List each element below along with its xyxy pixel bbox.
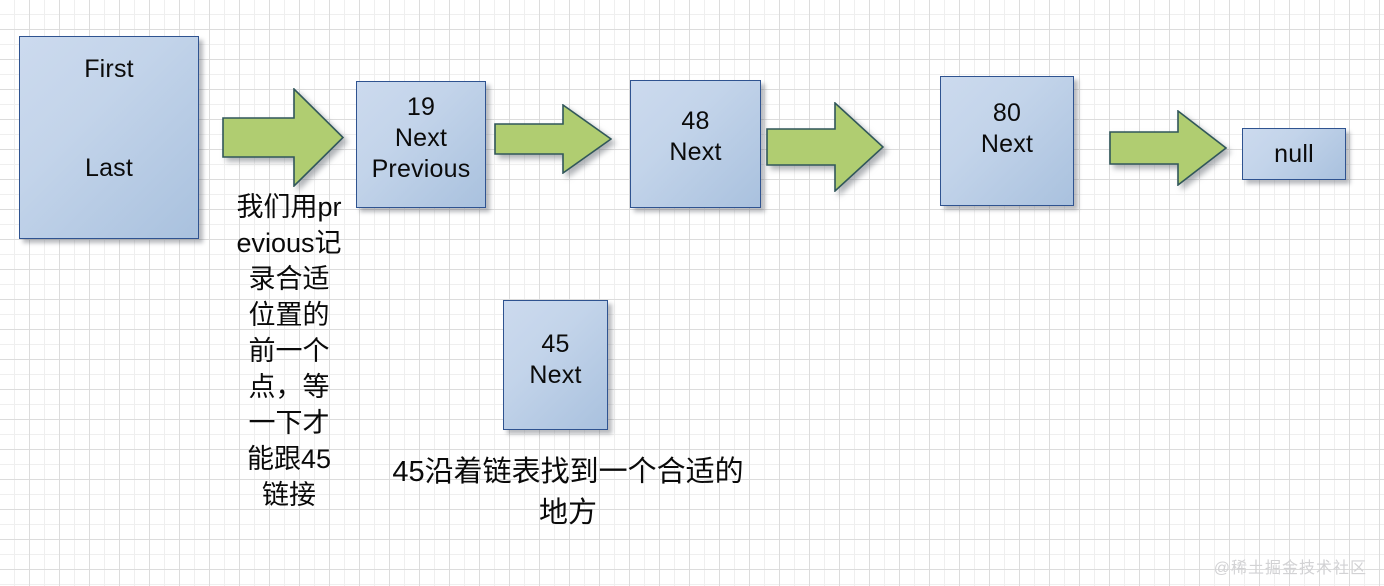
list-null-node[interactable]: null [1242,128,1346,180]
node-value: 80 [992,99,1022,127]
arrow-right-icon [222,88,344,187]
list-node-80[interactable]: 80 Next [940,76,1074,206]
watermark: @稀土掘金技术社区 [1213,560,1367,577]
list-node-48[interactable]: 48 Next [630,80,761,208]
list-head-node[interactable]: First Last [19,36,199,239]
annotation-previous-note: 我们用previous记录合适位置的前一个点，等一下才能跟45链接 [236,192,342,510]
node-value: 45 [541,330,570,358]
annotation-traverse-note: 45沿着链表找到一个合适的地方 [392,456,744,529]
node-label-last: Last [84,154,134,182]
arrow-right-icon [766,102,884,192]
node-label-null: null [1274,139,1314,168]
node-next-pointer: Next [669,138,722,166]
node-next-pointer: Next [529,361,582,389]
arrow-right-icon [494,104,612,174]
list-node-45[interactable]: 45 Next [503,300,608,430]
list-node-19[interactable]: 19 Next Previous [356,81,486,208]
node-value: 19 [406,93,436,121]
node-next-pointer: Next [980,130,1034,158]
arrow-right-icon [1109,110,1227,186]
node-label-first: First [84,55,134,83]
node-next-pointer: Next [394,124,448,152]
node-previous-pointer: Previous [371,155,471,183]
node-value: 48 [681,107,710,135]
